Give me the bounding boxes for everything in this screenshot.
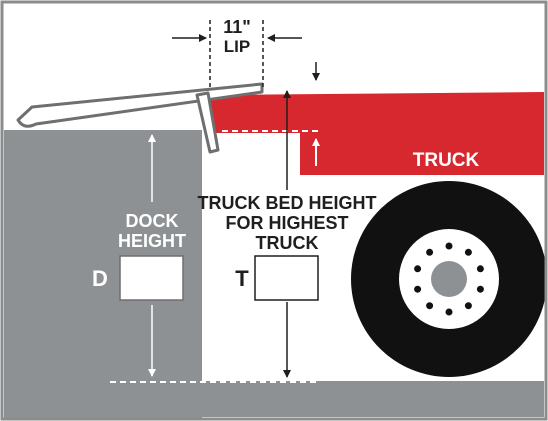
lip-label: LIP — [224, 37, 250, 56]
truck-height-input-box — [254, 255, 319, 301]
truck-letter-label: T — [235, 266, 249, 291]
truck-body — [210, 92, 544, 175]
dock-label-line2: HEIGHT — [118, 231, 186, 251]
dock-label-line1: DOCK — [126, 211, 179, 231]
truck-bed-label-line3: TRUCK — [256, 233, 319, 253]
truck-bed-label-line2: FOR HIGHEST — [225, 213, 348, 233]
lug-nuts — [414, 242, 484, 316]
lug-nut — [426, 248, 434, 256]
truck-label: TRUCK — [413, 150, 480, 171]
lug-nut — [445, 242, 453, 250]
dock-letter-label: D — [92, 266, 108, 291]
lug-nut — [476, 285, 484, 293]
lug-nut — [426, 302, 434, 310]
lug-nut — [464, 302, 472, 310]
wheel-icon — [351, 181, 547, 377]
lug-nut — [414, 285, 422, 293]
truck-bed-label-line1: TRUCK BED HEIGHT — [198, 193, 377, 213]
lug-nut — [445, 308, 453, 316]
lug-nut — [464, 248, 472, 256]
dock-height-input-box — [119, 255, 184, 301]
leveler-support — [195, 91, 220, 154]
lug-nut — [476, 265, 484, 273]
hub — [431, 261, 467, 297]
lug-nut — [414, 265, 422, 273]
lip-size-label: 11" — [223, 17, 251, 37]
